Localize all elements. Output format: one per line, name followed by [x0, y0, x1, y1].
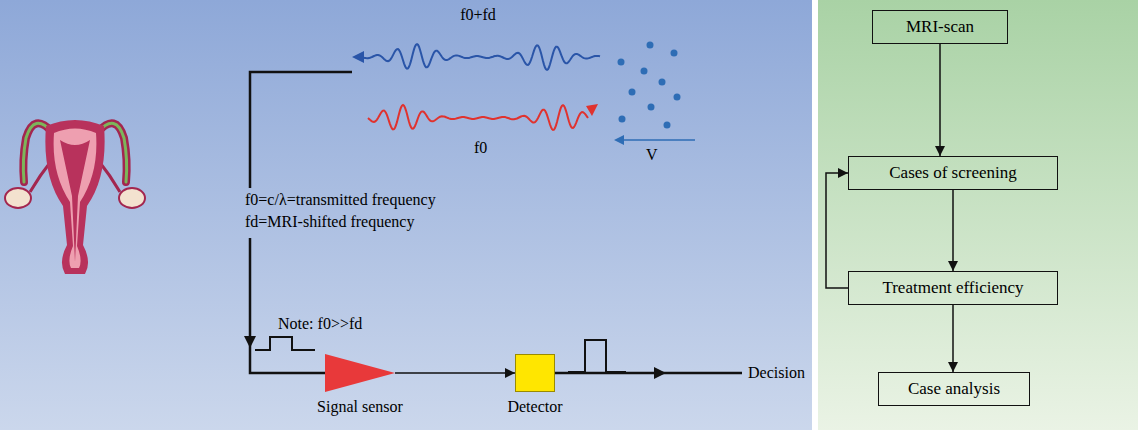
flow-arrow [395, 372, 515, 374]
wire-arrowhead [654, 367, 666, 379]
detector-square [515, 354, 555, 392]
flow-arrow [939, 44, 941, 156]
left-panel [0, 0, 812, 430]
particle-dots [618, 42, 681, 129]
transmitted-wave [368, 105, 588, 130]
formula-note: fd=MRI-shifted frequency [245, 213, 414, 231]
frequency-label: f0+fd [460, 6, 496, 24]
amplifier-triangle [325, 354, 395, 392]
node-text: Detector [505, 398, 564, 416]
process-box: Cases of screening [848, 156, 1058, 190]
probe-wire [250, 72, 352, 188]
node-text: MRI-scan [906, 17, 974, 37]
node-text: Signal sensor [315, 398, 405, 416]
input-pulse [255, 337, 315, 350]
uterus-illustration [5, 120, 145, 274]
velocity-label: V [646, 146, 658, 164]
formula-note: f0=c/λ=transmitted frequency [245, 191, 436, 209]
node-text: Treatment efficiency [882, 278, 1023, 298]
wire-arrowhead [244, 336, 256, 348]
wave-arrowhead [586, 104, 598, 116]
note-text: Note: f0>>fd [278, 315, 362, 333]
node-text: Cases of screening [889, 163, 1016, 183]
caption-holder: Detector [505, 398, 564, 416]
wave-arrowhead [352, 51, 364, 63]
process-box: Treatment efficiency [848, 271, 1058, 305]
frequency-label: f0 [474, 139, 487, 157]
velocity-arrow [622, 139, 695, 141]
output-pulse [568, 340, 626, 372]
signal-sensor: Signal sensor [315, 354, 405, 416]
right-panel [818, 0, 1138, 430]
reflected-wave [362, 44, 600, 70]
detector-box: Detector [505, 354, 564, 416]
output-label: Decision [748, 364, 805, 382]
flow-arrow [952, 190, 954, 271]
process-box: MRI-scan [872, 10, 1008, 44]
input-wire [250, 238, 326, 373]
node-text: Case analysis [908, 379, 1000, 399]
flow-arrow [826, 173, 848, 288]
velocity-arrowhead [614, 135, 624, 145]
flow-arrow [952, 305, 954, 372]
wave-group [352, 44, 600, 130]
caption-holder: Signal sensor [315, 398, 405, 416]
process-box: Case analysis [878, 372, 1030, 406]
